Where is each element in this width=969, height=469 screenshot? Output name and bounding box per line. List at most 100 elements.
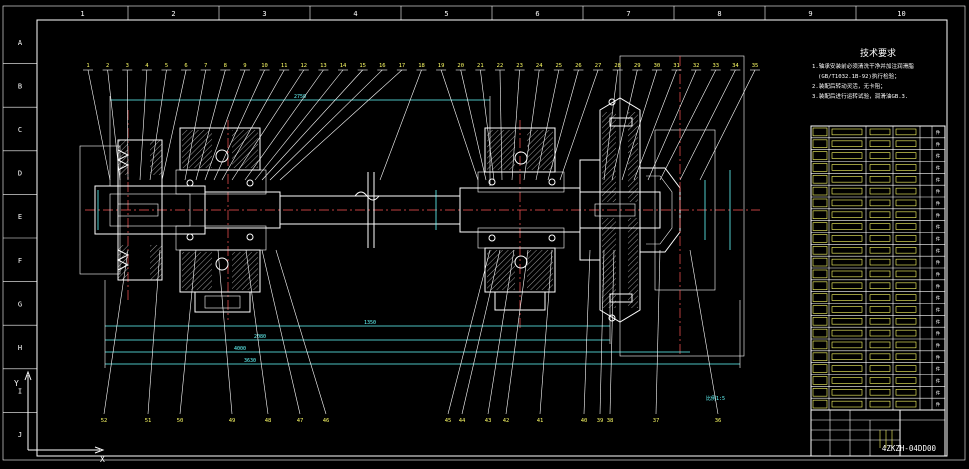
tech-requirements-title: 技术要求 [860, 47, 896, 59]
callout-top-leader [195, 69, 226, 181]
grid-top-label: 3 [262, 10, 266, 18]
bom-no-cell [812, 198, 828, 208]
bom-qty-cell [895, 176, 917, 183]
grid-left-label: E [18, 213, 22, 221]
callout-bottom-leader [689, 249, 719, 415]
bom-code-cell [831, 258, 863, 266]
bom-qty-cell [895, 318, 917, 325]
bom-unit-label: 件 [936, 283, 941, 290]
bom-qty-cell [895, 400, 917, 408]
callout-top-leader [161, 69, 187, 181]
bom-qty-cell [895, 329, 917, 337]
bom-no-cell [812, 293, 828, 302]
bom-name-cell [869, 223, 891, 230]
callout-top-label: 4 [145, 63, 149, 69]
bom-code-cell [831, 247, 863, 254]
callout-top-label: 15 [359, 63, 366, 69]
bom-qty-cell [895, 270, 917, 278]
tech-req-item-1: 1.轴承安装前必须清洗干净并加注润滑脂 [812, 62, 914, 70]
callout-top-leader [440, 69, 479, 181]
dim-bottom-1: 1350 [364, 320, 376, 326]
callout-bottom-leader [103, 249, 129, 415]
bom-unit-label: 件 [936, 342, 941, 349]
callout-bottom-label: 37 [653, 418, 660, 424]
callout-top-label: 25 [556, 63, 563, 69]
callout-top-label: 24 [536, 63, 543, 69]
bom-name-cell [869, 270, 891, 278]
callout-top-leader [499, 69, 503, 181]
leader-lines-bottom [103, 249, 719, 415]
callout-bottom-label: 41 [537, 418, 544, 424]
bom-no-cell [812, 317, 828, 326]
bom-unit-label: 件 [936, 307, 941, 314]
callout-top-label: 23 [516, 63, 523, 69]
callout-bottom-label: 42 [503, 418, 510, 424]
callout-bottom-label: 47 [297, 418, 304, 424]
bom-qty-cell [895, 152, 917, 159]
callout-bottom-label: 46 [323, 418, 330, 424]
callout-bottom-leader [599, 249, 605, 415]
grid-left-label: H [18, 344, 22, 352]
bom-code-cell [831, 377, 863, 384]
callout-top-leader [126, 69, 129, 181]
bom-no-cell [812, 399, 828, 409]
callout-top-label: 19 [438, 63, 445, 69]
callout-top-label: 34 [732, 63, 739, 69]
bom-code-cell [831, 270, 863, 278]
leader-lines-top [83, 69, 760, 181]
callout-top-leader [231, 69, 305, 181]
callout-top-label: 17 [399, 63, 406, 69]
callout-top-label: 1 [86, 63, 89, 69]
bom-unit-label: 件 [936, 271, 941, 278]
bom-unit-label: 件 [936, 141, 941, 148]
bom-name-cell [869, 211, 891, 218]
bom-code-cell [831, 353, 863, 360]
bom-no-cell [812, 376, 828, 385]
v-belt-pulley [79, 139, 163, 281]
callout-top-leader [244, 69, 324, 181]
bom-qty-cell [895, 164, 917, 171]
callout-bottom-leader [275, 249, 327, 415]
bom-no-cell [812, 222, 828, 231]
tech-req-item-4: 3.装配后进行运转试验，润滑油GB.3. [812, 92, 908, 100]
callout-top-leader [254, 69, 344, 181]
bom-qty-cell [895, 306, 917, 313]
drawing-number: 4ZKZH-04DD00 [882, 444, 937, 453]
callout-bottom-leader [179, 249, 197, 415]
bom-unit-label: 件 [936, 129, 941, 136]
bom-name-cell [869, 176, 891, 183]
bom-no-cell [812, 210, 828, 219]
bom-name-cell [869, 306, 891, 313]
callout-top-leader [633, 69, 677, 181]
svg-text:X: X [100, 455, 105, 464]
bom-code-cell [831, 128, 863, 136]
bom-qty-cell [895, 187, 917, 195]
bom-no-cell [812, 175, 828, 184]
callout-top-label: 20 [457, 63, 464, 69]
sheet-outer-border [2, 5, 966, 461]
bom-name-cell [869, 199, 891, 207]
bom-code-cell [831, 199, 863, 207]
bom-qty-cell [895, 258, 917, 266]
bom-unit-label: 件 [936, 295, 941, 302]
callout-bottom-label: 48 [265, 418, 272, 424]
callout-top-label: 31 [673, 63, 680, 69]
bom-no-cell [812, 352, 828, 361]
grid-left-label: B [18, 82, 22, 90]
bom-code-cell [831, 389, 863, 396]
bom-unit-label: 件 [936, 330, 941, 337]
bom-qty-cell [895, 247, 917, 254]
bom-unit-label: 件 [936, 366, 941, 373]
callout-bottom-leader [261, 249, 301, 415]
bom-unit-label: 件 [936, 259, 941, 266]
bom-no-cell [812, 246, 828, 255]
callout-top-label: 11 [281, 63, 288, 69]
callout-top-leader [261, 69, 363, 181]
bom-unit-label: 件 [936, 200, 941, 207]
bom-qty-cell [895, 211, 917, 218]
bom-name-cell [869, 318, 891, 325]
callout-top-leader [87, 69, 111, 181]
